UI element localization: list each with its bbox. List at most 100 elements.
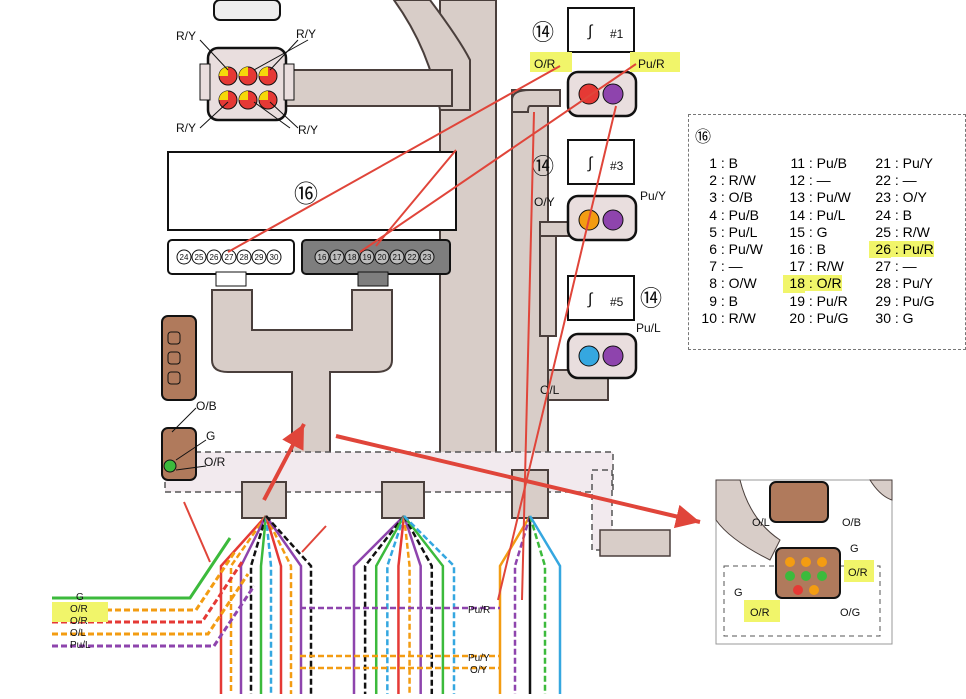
pin-legend-row: 16 : B [789,241,827,258]
wire [397,515,406,694]
ecu-pin-number: 24 [180,253,189,262]
wire-label: Pu/L [70,640,91,651]
inset-label: O/G [840,607,860,619]
ecu-pin-number: 28 [240,253,249,262]
pin-legend-row: 6 : Pu/W [709,241,763,258]
harness-tubes [211,0,609,471]
coil-wire-label: O/Y [534,195,555,209]
ecu-pin [404,249,420,265]
wire [264,515,303,694]
ecu-pin-number: 18 [348,253,357,262]
pin-legend-row: 30 : G [875,309,914,326]
svg-text:∫: ∫ [587,291,594,308]
ecu-pin-number: 19 [363,253,372,262]
pin-legend-row: 26 : Pu/R [869,241,935,259]
wire [528,515,562,694]
pin-legend-row: 15 : G [789,223,828,240]
wire [52,585,256,648]
pin-legend-row: 7 : — [709,258,743,275]
wire [264,515,283,694]
ecu-pin-number: 21 [393,253,402,262]
pin-legend-row: 28 : Pu/Y [875,275,934,292]
left-connector-label: R/Y [296,27,316,41]
wire-label: O/R [70,616,88,627]
coil-label: #3 [610,159,624,173]
pin-legend-row: 9 : B [709,292,739,309]
ecu-pin [344,249,360,265]
ecu-pin-number: 25 [195,253,204,262]
wire [52,573,250,636]
wire-label: O/R [70,604,88,615]
mid-left-label: G [206,429,215,443]
left-connector-label: R/Y [176,29,196,43]
wire-label: Pu/Y [468,653,490,664]
pin-legend-row: 27 : — [875,258,917,275]
pin-legend-row: 25 : R/W [875,223,930,240]
wire [229,515,268,694]
ecu-pin [389,249,405,265]
wire-bundles [52,515,562,694]
left-brown-connectors: O/B G O/R [161,315,226,481]
wire [264,515,273,694]
coil-wire-label: O/L [540,383,560,397]
ecu-pin [266,249,282,265]
ecu-pin [329,249,345,265]
ecu-pin-number: 23 [423,253,432,262]
wire-label: G [76,592,84,603]
wire [265,515,313,694]
ecu-pin-number: 20 [378,253,387,262]
inset-label: G [850,543,859,555]
coil-boxes: ∫ ∫ ∫ #1 #3 #5 ⑭ ⑭ ⑭ [532,7,662,321]
pin-legend-row: 22 : — [875,172,917,189]
left-connector-label: R/Y [298,123,318,137]
ecu-pin [251,249,267,265]
wire [352,515,405,694]
ecu-pin [419,249,435,265]
ecu-pin [374,249,390,265]
mid-left-label: O/R [204,455,226,469]
coil-wire-label: Pu/Y [640,189,666,203]
pin-legend-row: 14 : Pu/L [789,206,846,223]
ecu-pin [191,249,207,265]
pin-legend-row: 12 : — [789,172,831,189]
coil-wire-label: Pu/R [638,57,665,71]
pin-legend-row: 21 : Pu/Y [875,155,934,171]
coil-label: #1 [610,27,624,41]
ecu-pin-number: 26 [210,253,219,262]
wire-label: O/Y [470,665,488,676]
wire [402,515,434,694]
ecu-pin [206,249,222,265]
wire-label: Pu/R [468,605,490,616]
wire [528,515,547,694]
coil-connectors: O/R Pu/R O/Y Pu/Y O/L Pu/L [530,52,680,397]
wire [386,515,406,694]
inset-label: O/L [752,517,770,529]
pin-legend-row: 19 : Pu/R [789,292,848,309]
mid-left-label: O/B [196,399,217,413]
wire [264,515,293,694]
svg-text:∫: ∫ [587,23,594,40]
annotation-arrows [183,63,701,601]
ecu-pin [176,249,192,265]
ecu-pin-number: 27 [225,253,234,262]
coil-wire-label: O/R [534,57,556,71]
pin-legend-row: 29 : Pu/G [875,292,935,309]
inset-label: O/R [750,607,770,619]
ecu-pin [314,249,330,265]
svg-text:∫: ∫ [587,155,594,172]
wire-labels: G O/R O/R O/L Pu/L Pu/R Pu/Y O/Y [52,592,490,676]
pin-legend-row: 13 : Pu/W [789,189,851,206]
inset-label: G [734,587,743,599]
wire-label: O/L [70,628,87,639]
ecu-body [167,151,457,231]
coil-wire-label: Pu/L [636,321,661,335]
pin-legend-row: 17 : R/W [789,258,844,275]
ecu-pin [221,249,237,265]
